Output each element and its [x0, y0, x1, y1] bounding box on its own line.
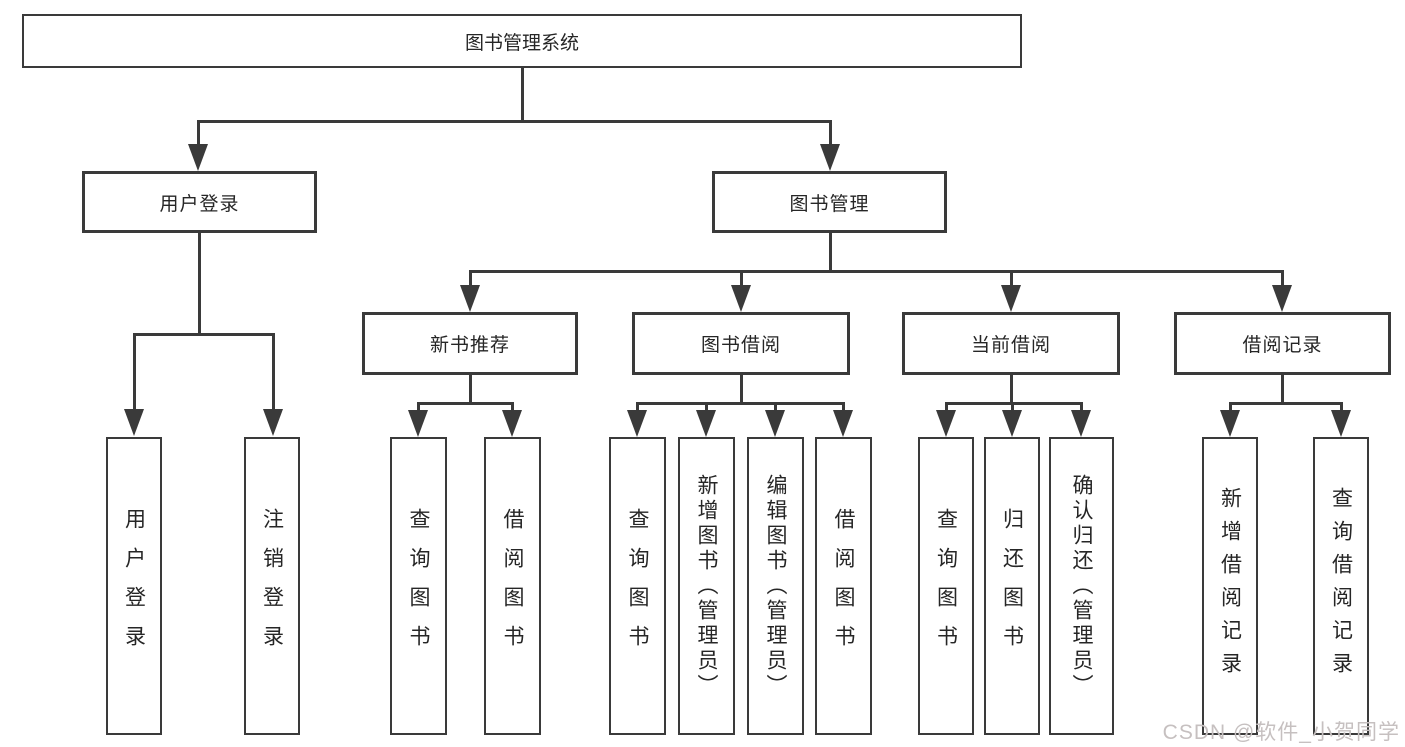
arrow-down-icon [936, 410, 956, 437]
arrow-down-icon [1071, 410, 1091, 437]
arrow-down-icon [502, 410, 522, 437]
arrow-down-icon [731, 285, 751, 312]
leaf-borrow-books-recommend: 借阅图书 [484, 437, 541, 735]
node-root-label: 图书管理系统 [464, 32, 579, 54]
arrow-down-icon [765, 410, 785, 437]
arrow-down-icon [188, 144, 208, 171]
connector-mgmt-bar [469, 270, 1284, 273]
node-current-borrowing: 当前借阅 [902, 312, 1120, 375]
leaf-add-books-admin-label: 新增图书（管理员） [695, 473, 718, 699]
leaf-return-books: 归还图书 [984, 437, 1040, 735]
node-book-borrowing: 图书借阅 [632, 312, 850, 375]
node-user-login-label: 用户登录 [159, 193, 240, 215]
leaf-return-books-label: 归还图书 [1000, 508, 1024, 664]
leaf-query-books-recommend-label: 查询图书 [407, 508, 430, 664]
arrow-down-icon [408, 410, 428, 437]
connector-root-bar [197, 120, 832, 123]
connector-borrowing-stem [740, 375, 743, 404]
connector-borrowing-bar [636, 402, 845, 405]
csdn-watermark: CSDN @软件_小贺同学 [1162, 721, 1400, 744]
arrow-down-icon [460, 285, 480, 312]
leaf-logout: 注销登录 [244, 437, 300, 735]
node-user-login: 用户登录 [82, 171, 317, 233]
connector-login-stem [198, 233, 201, 335]
connector-root-drop-left [197, 120, 200, 148]
leaf-borrow-books-borrowing: 借阅图书 [815, 437, 872, 735]
arrow-down-icon [820, 144, 840, 171]
connector-mgmt-stem [829, 233, 832, 273]
arrow-down-icon [627, 410, 647, 437]
leaf-confirm-return-admin: 确认归还（管理员） [1049, 437, 1114, 735]
leaf-edit-books-admin: 编辑图书（管理员） [747, 437, 804, 735]
node-book-management: 图书管理 [712, 171, 947, 233]
connector-login-bar [133, 333, 275, 336]
node-new-book-recommend: 新书推荐 [362, 312, 578, 375]
connector-mgmt-drop-1 [469, 270, 472, 288]
connector-borrowing-drop-2 [705, 402, 708, 412]
node-current-borrowing-label: 当前借阅 [970, 335, 1051, 356]
node-borrowing-records-label: 借阅记录 [1242, 335, 1323, 356]
connector-records-stem [1281, 375, 1284, 404]
connector-mgmt-drop-3 [1010, 270, 1013, 288]
leaf-confirm-return-admin-label: 确认归还（管理员） [1070, 473, 1093, 699]
arrow-down-icon [696, 410, 716, 437]
connector-login-drop-2 [272, 333, 275, 413]
node-book-borrowing-label: 图书借阅 [700, 335, 781, 356]
connector-current-drop-2 [1011, 402, 1014, 412]
leaf-user-login-label: 用户登录 [122, 508, 146, 664]
connector-login-drop-1 [133, 333, 136, 413]
connector-recommend-bar [417, 402, 514, 405]
connector-recommend-stem [469, 375, 472, 404]
leaf-query-borrow-record-label: 查询借阅记录 [1329, 487, 1353, 685]
arrow-down-icon [833, 410, 853, 437]
leaf-logout-label: 注销登录 [260, 508, 284, 664]
connector-recommend-drop-1 [417, 402, 420, 412]
leaf-query-books-current: 查询图书 [918, 437, 974, 735]
connector-root-stem [521, 68, 524, 122]
connector-current-drop-3 [1080, 402, 1083, 412]
connector-current-drop-1 [945, 402, 948, 412]
leaf-borrow-books-recommend-label: 借阅图书 [501, 508, 524, 664]
connector-current-bar [945, 402, 1083, 405]
node-new-book-recommend-label: 新书推荐 [429, 335, 510, 356]
arrow-down-icon [1272, 285, 1292, 312]
leaf-add-books-admin: 新增图书（管理员） [678, 437, 735, 735]
connector-mgmt-drop-4 [1281, 270, 1284, 288]
leaf-query-borrow-record: 查询借阅记录 [1313, 437, 1369, 735]
leaf-add-borrow-record-label: 新增借阅记录 [1218, 487, 1242, 685]
leaf-query-books-borrowing: 查询图书 [609, 437, 666, 735]
leaf-borrow-books-borrowing-label: 借阅图书 [832, 508, 855, 664]
arrow-down-icon [1001, 285, 1021, 312]
node-root: 图书管理系统 [22, 14, 1022, 68]
leaf-add-borrow-record: 新增借阅记录 [1202, 437, 1258, 735]
connector-records-drop-1 [1229, 402, 1232, 412]
arrow-down-icon [263, 409, 283, 436]
leaf-edit-books-admin-label: 编辑图书（管理员） [764, 473, 787, 699]
leaf-user-login: 用户登录 [106, 437, 162, 735]
connector-recommend-drop-2 [511, 402, 514, 412]
arrow-down-icon [1002, 410, 1022, 437]
leaf-query-books-recommend: 查询图书 [390, 437, 447, 735]
arrow-down-icon [1331, 410, 1351, 437]
node-book-management-label: 图书管理 [789, 193, 870, 215]
connector-root-drop-right [829, 120, 832, 148]
leaf-query-books-current-label: 查询图书 [934, 508, 958, 664]
arrow-down-icon [1220, 410, 1240, 437]
connector-borrowing-drop-3 [774, 402, 777, 412]
connector-current-stem [1010, 375, 1013, 404]
leaf-query-books-borrowing-label: 查询图书 [626, 508, 649, 664]
connector-records-bar [1229, 402, 1342, 405]
connector-borrowing-drop-4 [842, 402, 845, 412]
arrow-down-icon [124, 409, 144, 436]
node-borrowing-records: 借阅记录 [1174, 312, 1391, 375]
connector-mgmt-drop-2 [740, 270, 743, 288]
connector-borrowing-drop-1 [636, 402, 639, 412]
connector-records-drop-2 [1340, 402, 1343, 412]
